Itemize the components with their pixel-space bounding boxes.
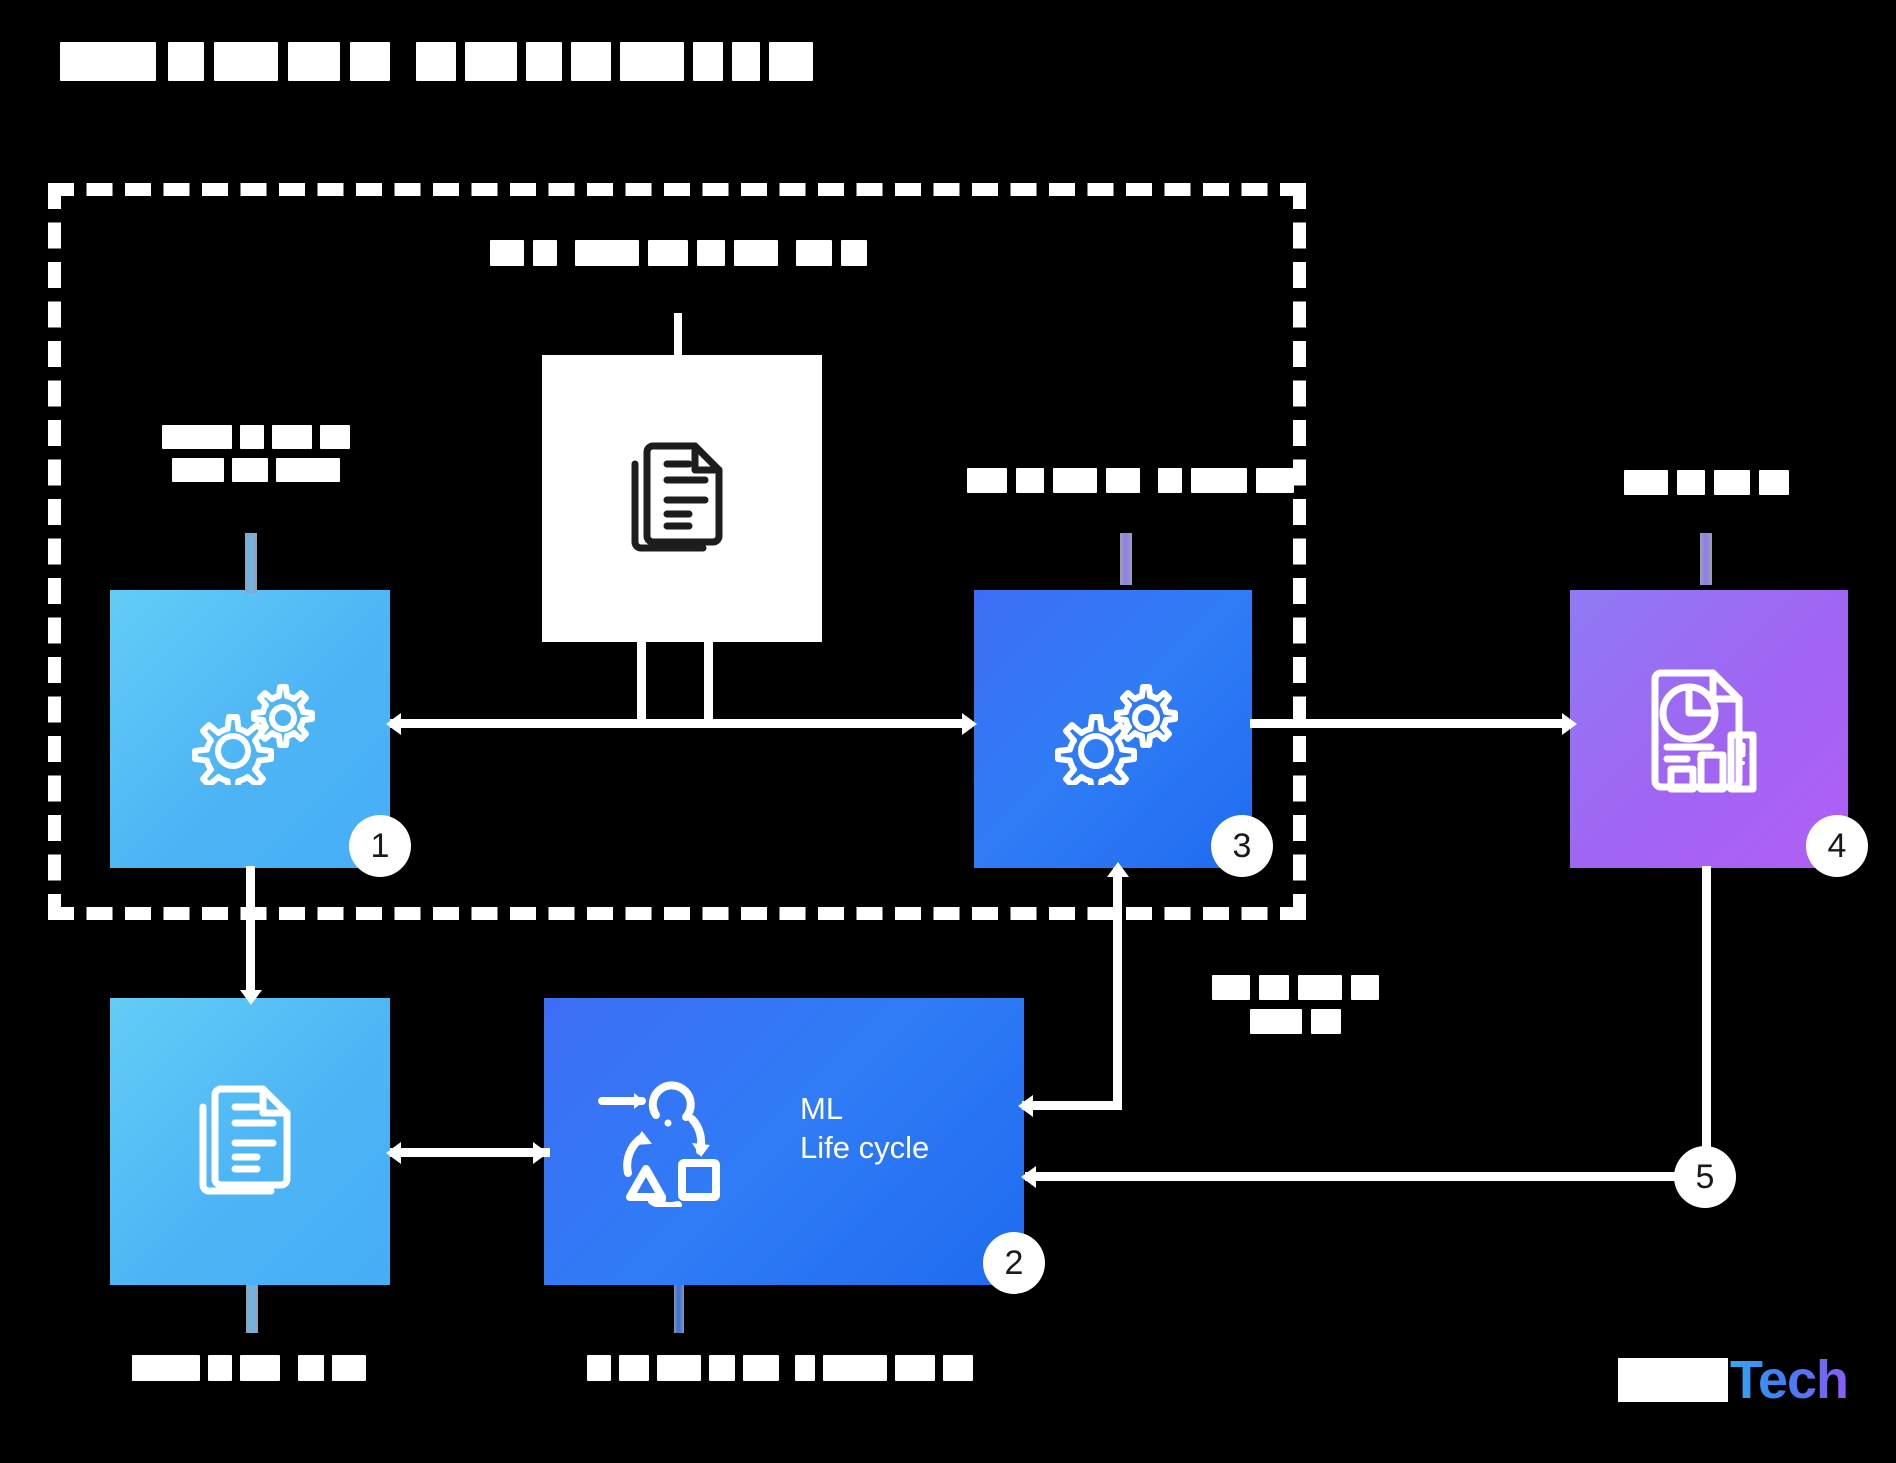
connector-node1-to-synthetic (246, 866, 255, 998)
platform-boundary-region (48, 183, 1306, 920)
ml-lifecycle-text: ML Life cycle (800, 1090, 929, 1168)
connector-stub-node3-top (1120, 533, 1132, 585)
title-block (732, 42, 760, 81)
connector-badge-5: 5 (1674, 1146, 1736, 1208)
title-block (60, 42, 156, 81)
node-1-box[interactable] (110, 590, 390, 868)
node-3-label (930, 468, 1330, 493)
title-block (526, 42, 562, 81)
documents-icon (199, 1085, 291, 1194)
ml-line-1: ML (800, 1091, 844, 1126)
connector-doc-label (674, 313, 682, 355)
arrowhead-feedback-into-ml (1021, 1166, 1036, 1188)
connector-stub-ml-bottom (674, 1285, 684, 1333)
connector-doc-right-leg (704, 642, 713, 724)
node-4-box[interactable] (1570, 590, 1848, 868)
arrowhead-into-node3 (962, 713, 977, 735)
doc-input-label (478, 240, 878, 266)
title-block (465, 42, 517, 81)
node-2-box[interactable] (544, 998, 1024, 1285)
arrowhead-into-synthetic (240, 990, 262, 1005)
title-block (168, 42, 204, 81)
model-development-label (500, 1355, 1060, 1381)
node-4-badge: 4 (1806, 815, 1868, 877)
title-block (214, 42, 278, 81)
documents-icon (631, 442, 723, 551)
connector-synthetic-to-ml (390, 1148, 550, 1157)
doc-input-box[interactable] (542, 355, 822, 642)
report-chart-icon (1651, 669, 1757, 793)
connector-stub-node1-top (245, 533, 257, 593)
arrowhead-into-ml-left (533, 1142, 548, 1164)
connector-doc-left-leg (637, 642, 646, 724)
gears-icon (1055, 684, 1178, 785)
node-1-badge: 1 (349, 815, 411, 877)
node-3-box[interactable] (974, 590, 1252, 868)
node-3-badge: 3 (1211, 815, 1273, 877)
node-4-label (1576, 470, 1836, 495)
connector-ml-to-node3-vertical (1113, 868, 1122, 1110)
arrowhead-into-node1 (386, 713, 401, 735)
title-block (769, 42, 813, 81)
synthetic-data-box[interactable] (110, 998, 390, 1285)
connector-ml-to-node3-horizontal (1022, 1101, 1122, 1110)
connector-node3-to-node4 (1250, 719, 1570, 728)
brand-suffix: Tech (1729, 1350, 1849, 1410)
page-title (60, 42, 813, 81)
arrowhead-into-synthetic-right (386, 1142, 401, 1164)
connector-node4-feedback-horizontal (1025, 1172, 1705, 1181)
connector-node1-to-node3 (390, 719, 970, 728)
feedback-loop-label (1155, 975, 1435, 1034)
node-2-badge: 2 (983, 1232, 1045, 1294)
arrowhead-into-node3-bottom (1107, 862, 1129, 877)
gears-icon (192, 684, 315, 785)
title-block (571, 42, 611, 81)
connector-stub-node4-top (1700, 533, 1712, 585)
brand-name-redacted (1617, 1358, 1728, 1402)
arrowhead-ml-right (1018, 1095, 1033, 1117)
ml-line-2: Life cycle (800, 1129, 930, 1165)
ml-lifecycle-icon (598, 1080, 720, 1207)
synthetic-data-label (104, 1355, 394, 1381)
arrowhead-into-node4 (1562, 713, 1577, 735)
brand-logo: Tech (1617, 1349, 1849, 1411)
connector-node4-feedback-vertical (1702, 866, 1711, 1176)
connector-stub-synthetic-bottom (246, 1285, 258, 1333)
title-block (416, 42, 456, 81)
title-block (350, 42, 390, 81)
title-block (288, 42, 340, 81)
title-block (620, 42, 684, 81)
node-1-label (136, 425, 376, 482)
title-block (693, 42, 723, 81)
